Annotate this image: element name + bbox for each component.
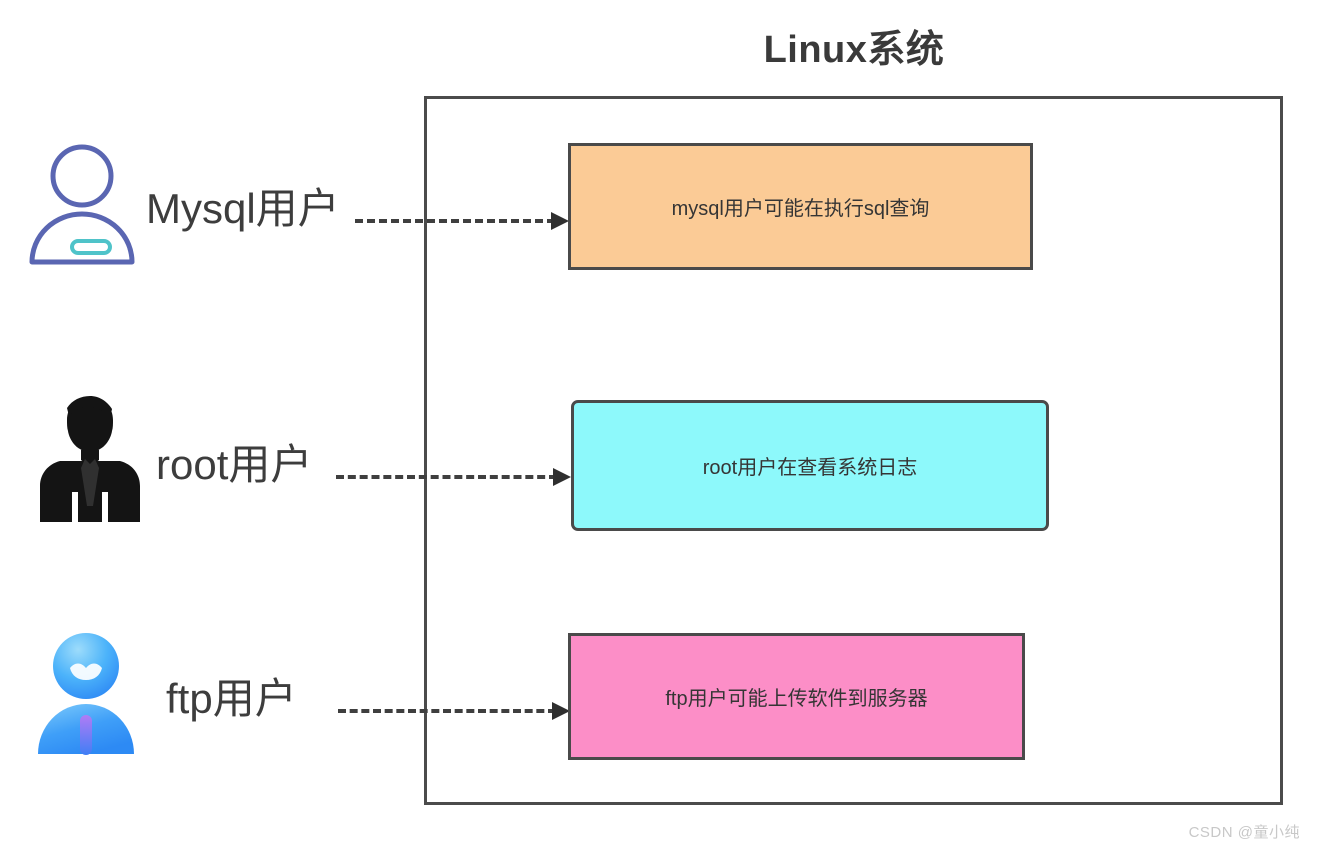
blue-gradient-avatar-icon [30,630,142,755]
diagram-row-root: root用户 [0,388,1318,548]
diagram-row-mysql: Mysql用户 [0,130,1318,290]
arrow-head-icon [553,468,571,486]
dashed-arrow-icon [338,696,572,726]
activity-box-ftp[interactable]: ftp用户可能上传软件到服务器 [568,633,1025,760]
diagram-row-ftp: ftp用户 [0,620,1318,780]
user-label-root: root用户 [156,441,313,488]
user-label-mysql: Mysql用户 [146,185,340,232]
watermark: CSDN @童小纯 [1188,824,1300,841]
arrow-head-icon [551,212,569,230]
businessman-silhouette-avatar-icon [36,396,148,522]
page-title-text: Linux系统 [763,29,945,71]
dashed-line [355,219,555,223]
user-outline-avatar-icon [26,140,138,265]
activity-box-mysql-label: mysql用户可能在执行sql查询 [671,198,930,220]
activity-box-root[interactable]: root用户在查看系统日志 [571,400,1049,531]
activity-box-root-label: root用户在查看系统日志 [702,457,918,479]
page-title: Linux系统 [0,18,1318,73]
linux-system-container [424,96,1283,805]
dashed-arrow-icon [336,462,574,492]
activity-box-mysql[interactable]: mysql用户可能在执行sql查询 [568,143,1033,270]
arrow-head-icon [552,702,570,720]
user-label-ftp: ftp用户 [166,675,297,722]
dashed-line [338,709,556,713]
dashed-arrow-icon [355,206,571,236]
dashed-line [336,475,557,479]
activity-box-ftp-label: ftp用户可能上传软件到服务器 [665,688,928,710]
